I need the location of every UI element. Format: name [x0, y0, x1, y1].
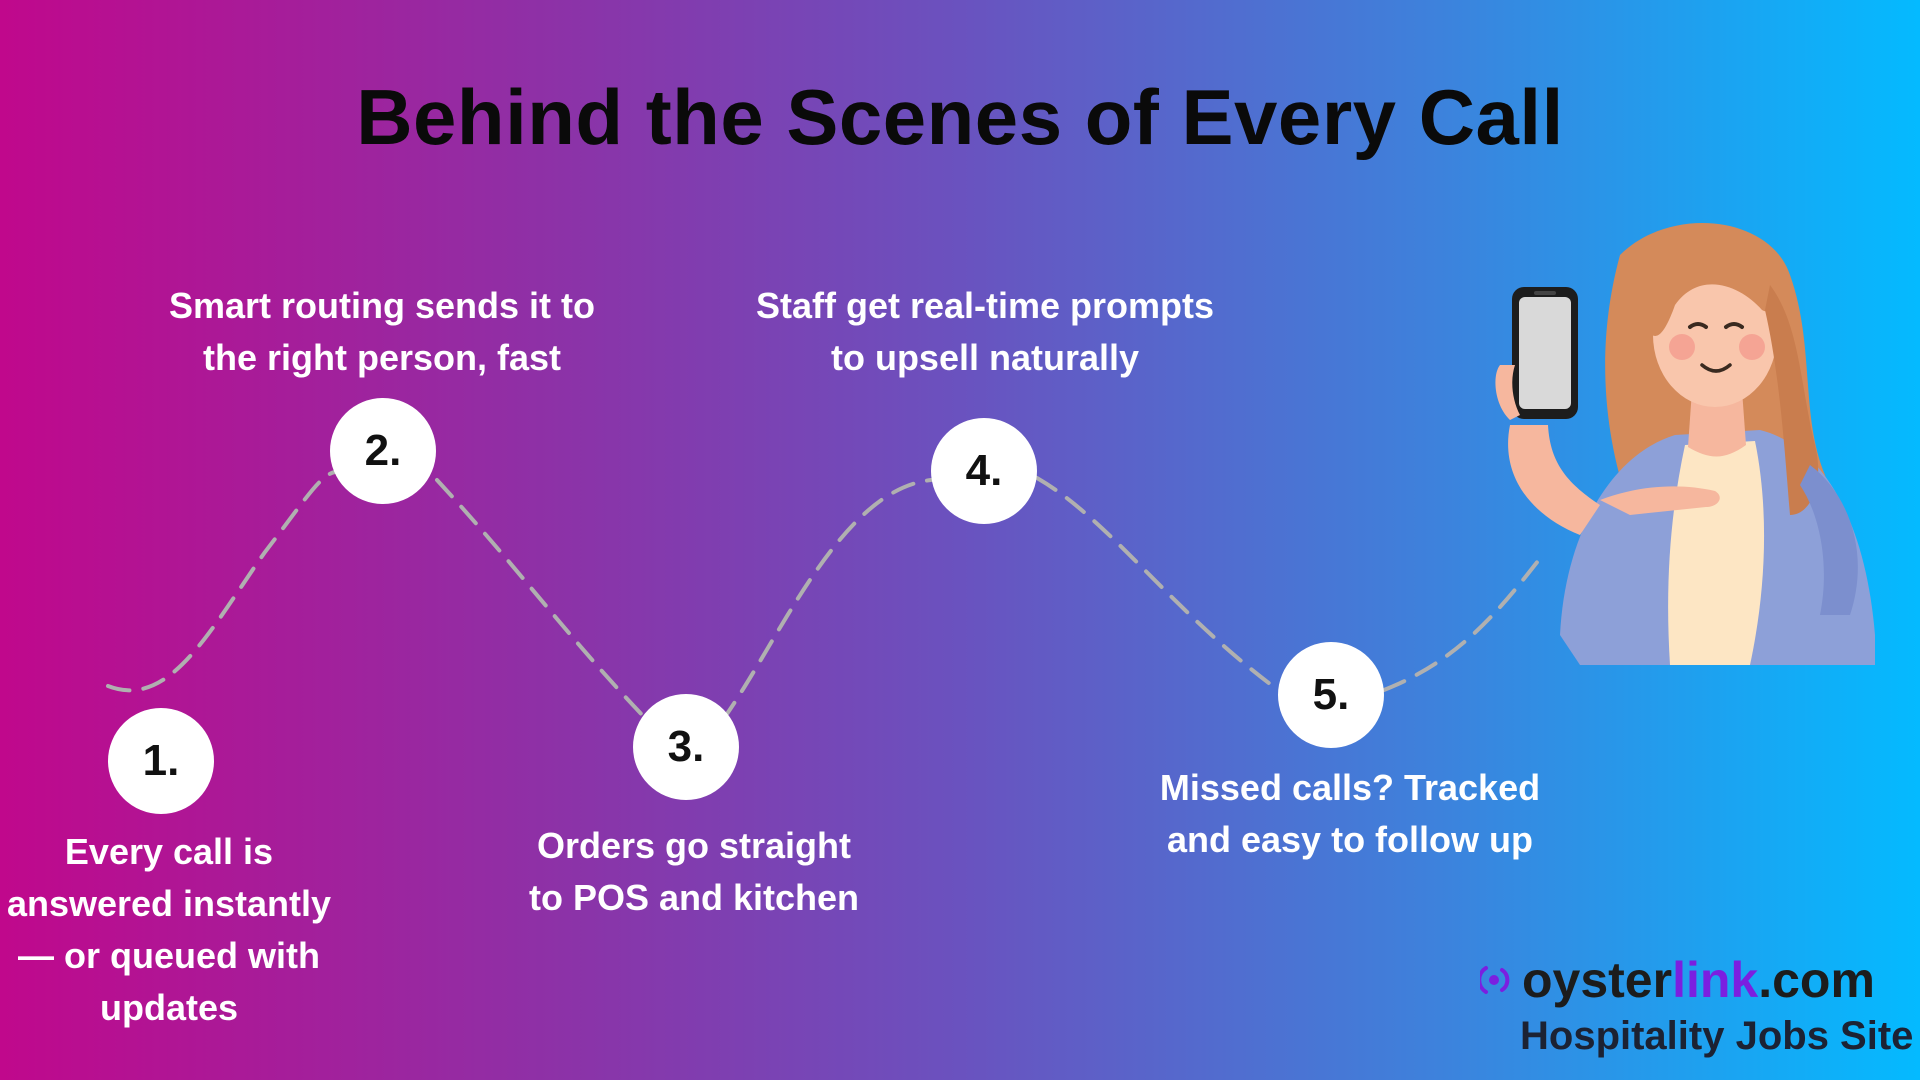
step-1-text: Every call is answered instantly — or qu… — [0, 826, 338, 1034]
step-3-circle: 3. — [633, 694, 739, 800]
dashed-connector-line — [106, 470, 1547, 723]
step-5-line: and easy to follow up — [1166, 819, 1534, 860]
woman-holding-phone-icon — [1495, 222, 1875, 665]
step-2-circle: 2. — [330, 398, 436, 504]
logo-tagline: Hospitality Jobs Site — [1520, 1014, 1914, 1058]
step-3-text: Orders go straight to POS and kitchen — [520, 820, 868, 924]
step-1-line: Every call is — [64, 831, 274, 872]
step-1-line: answered instantly — [6, 883, 332, 924]
step-5-line: Missed calls? Tracked — [1159, 767, 1541, 808]
logo-text-link: link — [1672, 952, 1759, 1008]
step-2-line: the right person, fast — [202, 337, 562, 378]
step-4-circle: 4. — [931, 418, 1037, 524]
step-1-number: 1. — [142, 736, 180, 785]
step-2-text: Smart routing sends it to the right pers… — [160, 280, 604, 384]
step-1-line: — or queued with — [18, 935, 320, 976]
step-4-text: Staff get real-time prompts to upsell na… — [740, 280, 1230, 384]
step-4-line: Staff get real-time prompts — [755, 285, 1215, 326]
step-5-text: Missed calls? Tracked and easy to follow… — [1140, 762, 1560, 866]
step-3-number: 3. — [667, 722, 705, 771]
step-5-circle: 5. — [1278, 642, 1384, 748]
step-4-line: to upsell naturally — [830, 337, 1140, 378]
step-5-number: 5. — [1312, 670, 1350, 719]
step-3-line: Orders go straight — [536, 825, 852, 866]
step-2-line: Smart routing sends it to — [168, 285, 596, 326]
logo-text-domain: .com — [1758, 952, 1875, 1008]
step-4-number: 4. — [965, 446, 1003, 495]
step-3-line: to POS and kitchen — [528, 877, 860, 918]
logo-text-oyster: oyster — [1522, 952, 1673, 1008]
page-title: Behind the Scenes of Every Call — [356, 73, 1564, 161]
step-1-circle: 1. — [108, 708, 214, 814]
step-1-line: updates — [99, 987, 239, 1028]
signal-icon — [1480, 966, 1510, 994]
step-2-number: 2. — [364, 426, 402, 475]
